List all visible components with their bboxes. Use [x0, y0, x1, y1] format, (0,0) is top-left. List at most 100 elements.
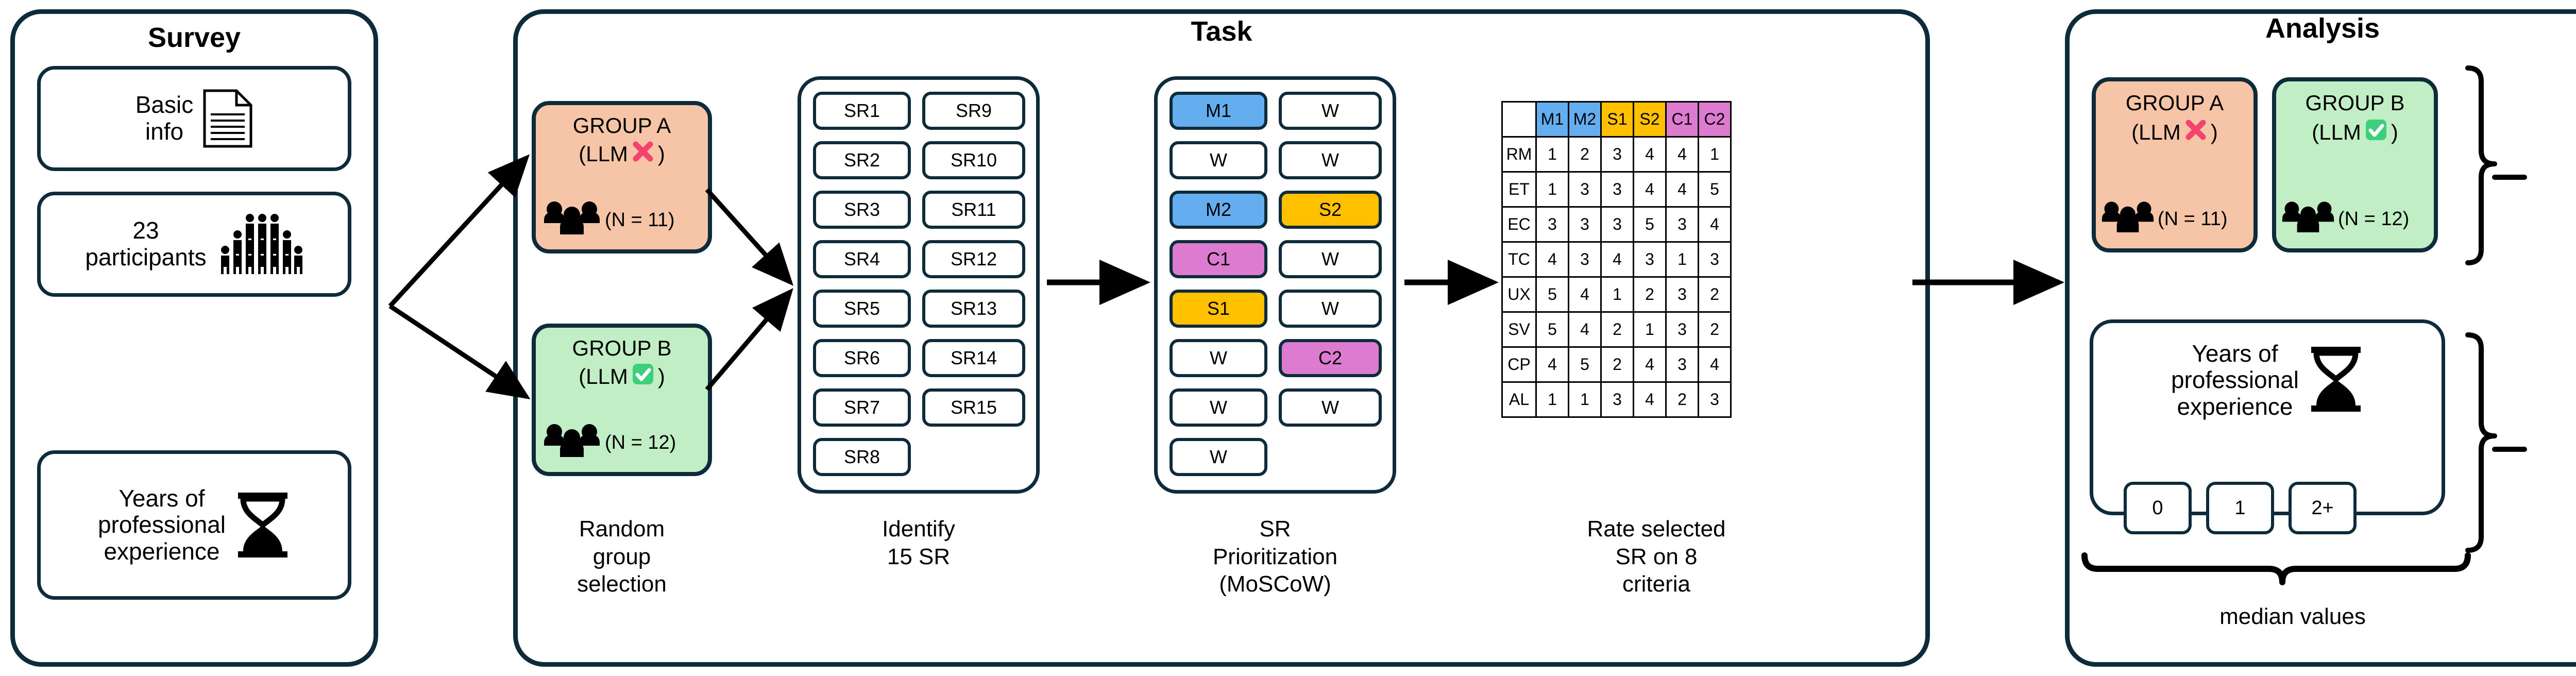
- table-column-header: C1: [1665, 101, 1699, 138]
- table-cell: 5: [1633, 206, 1667, 243]
- table-cell: 4: [1698, 346, 1732, 383]
- group-a-box: GROUP A (LLM ): [532, 101, 712, 254]
- group-b-paren-close: ): [657, 364, 665, 388]
- analysis-group-a-llm-label: (LLM: [2131, 120, 2181, 144]
- analysis-group-b-subtitle: (LLM ): [2276, 118, 2434, 147]
- sr-chip: SR5: [813, 290, 911, 328]
- table-cell: 3: [1600, 206, 1634, 243]
- table-cell: 2: [1665, 381, 1699, 418]
- cross-mark-icon: [2184, 118, 2208, 147]
- moscow-chip: W: [1170, 141, 1267, 179]
- table-cell: 3: [1665, 346, 1699, 383]
- group-b-subtitle: (LLM ): [536, 362, 708, 392]
- table-cell: 4: [1633, 346, 1667, 383]
- moscow-chip: W: [1170, 388, 1267, 427]
- survey-card-experience: Years of professional experience: [37, 450, 351, 600]
- group-b-box: GROUP B (LLM ) (N =: [532, 324, 712, 476]
- caption-identify-15-sr: Identify 15 SR: [882, 516, 955, 569]
- sr-chip: SR11: [922, 191, 1025, 229]
- moscow-chip: W: [1279, 240, 1382, 278]
- sr-chip: SR3: [813, 191, 911, 229]
- table-column-header: C2: [1698, 101, 1732, 138]
- caption-rate-criteria: Rate selected SR on 8 criteria: [1587, 516, 1726, 597]
- sr-chip: SR10: [922, 141, 1025, 179]
- panel-survey-title: Survey: [147, 22, 241, 53]
- check-mark-icon: [2364, 118, 2388, 147]
- table-cell: 3: [1568, 206, 1602, 243]
- group-a-n: (N = 11): [605, 209, 675, 231]
- moscow-chip: W: [1170, 438, 1267, 476]
- analysis-group-a-paren-close: ): [2210, 120, 2218, 144]
- table-cell: 5: [1535, 311, 1569, 348]
- table-cell: 1: [1535, 136, 1569, 173]
- table-row-header: TC: [1501, 241, 1537, 278]
- moscow-chip: W: [1279, 388, 1382, 427]
- table-cell: 3: [1568, 171, 1602, 208]
- table-cell: 2: [1568, 136, 1602, 173]
- arrow-survey-to-groups: [388, 154, 531, 399]
- table-cell: 2: [1698, 311, 1732, 348]
- table-cell: 3: [1665, 311, 1699, 348]
- people-icon: [543, 423, 601, 463]
- table-cell: 3: [1600, 136, 1634, 173]
- caption-sr-prioritization: SR Prioritization (MoSCoW): [1212, 516, 1338, 597]
- table-cell: 4: [1633, 381, 1667, 418]
- table-cell: 3: [1698, 241, 1732, 278]
- panel-analysis-title: Analysis: [2265, 13, 2380, 44]
- moscow-chip: S2: [1279, 191, 1382, 229]
- table-cell: 3: [1535, 206, 1569, 243]
- group-a-llm-label: (LLM: [579, 141, 628, 166]
- group-b-n: (N = 12): [605, 432, 676, 453]
- table-cell: 5: [1698, 171, 1732, 208]
- survey-card-participants-label: 23 participants: [85, 217, 207, 271]
- sr-chip: SR2: [813, 141, 911, 179]
- table-cell: 1: [1535, 381, 1569, 418]
- sr-chip: SR13: [922, 290, 1025, 328]
- table-cell: 4: [1665, 171, 1699, 208]
- table-cell: 4: [1600, 241, 1634, 278]
- table-cell: 4: [1535, 346, 1569, 383]
- survey-card-participants: 23 participants: [37, 192, 351, 297]
- table-cell: 4: [1665, 136, 1699, 173]
- analysis-group-b-n: (N = 12): [2338, 208, 2410, 230]
- moscow-container: [1154, 76, 1396, 494]
- caption-median-values: median values: [2219, 604, 2366, 629]
- table-cell: 1: [1600, 276, 1634, 313]
- experience-option-0[interactable]: 0: [2124, 482, 2192, 534]
- moscow-chip: M1: [1170, 92, 1267, 130]
- table-cell: 5: [1535, 276, 1569, 313]
- analysis-group-a-title: GROUP A: [2125, 91, 2224, 115]
- analysis-group-a-subtitle: (LLM ): [2096, 118, 2253, 147]
- test-label-mann-whitney: Mann– Whitney U test: [2545, 170, 2576, 266]
- table-cell: 3: [1600, 171, 1634, 208]
- table-row-header: CP: [1501, 346, 1537, 383]
- table-cell: 3: [1568, 241, 1602, 278]
- survey-card-experience-label: Years of professional experience: [97, 484, 226, 565]
- hourglass-icon: [235, 492, 291, 559]
- table-cell: 3: [1665, 206, 1699, 243]
- moscow-chip: C1: [1170, 240, 1267, 278]
- experience-option-1[interactable]: 1: [2206, 482, 2274, 534]
- experience-option-2plus[interactable]: 2+: [2289, 482, 2357, 534]
- crowd-icon: [216, 213, 303, 275]
- table-row-header: EC: [1501, 206, 1537, 243]
- analysis-group-a-box: GROUP A (LLM ): [2092, 77, 2258, 252]
- people-icon: [2101, 200, 2155, 238]
- table-cell: 4: [1698, 206, 1732, 243]
- sr-chip: SR1: [813, 92, 911, 130]
- test-label-kruskal-wallis: Kruskal-Wallis test: [2519, 427, 2576, 491]
- group-a-paren-close: ): [657, 141, 665, 166]
- table-row-header: RM: [1501, 136, 1537, 173]
- sr-list-container: [798, 76, 1040, 494]
- analysis-group-a-n: (N = 11): [2158, 208, 2228, 230]
- analysis-group-b-box: GROUP B (LLM ) (N =: [2272, 77, 2438, 252]
- group-b-llm-label: (LLM: [579, 364, 628, 388]
- table-cell: 1: [1568, 381, 1602, 418]
